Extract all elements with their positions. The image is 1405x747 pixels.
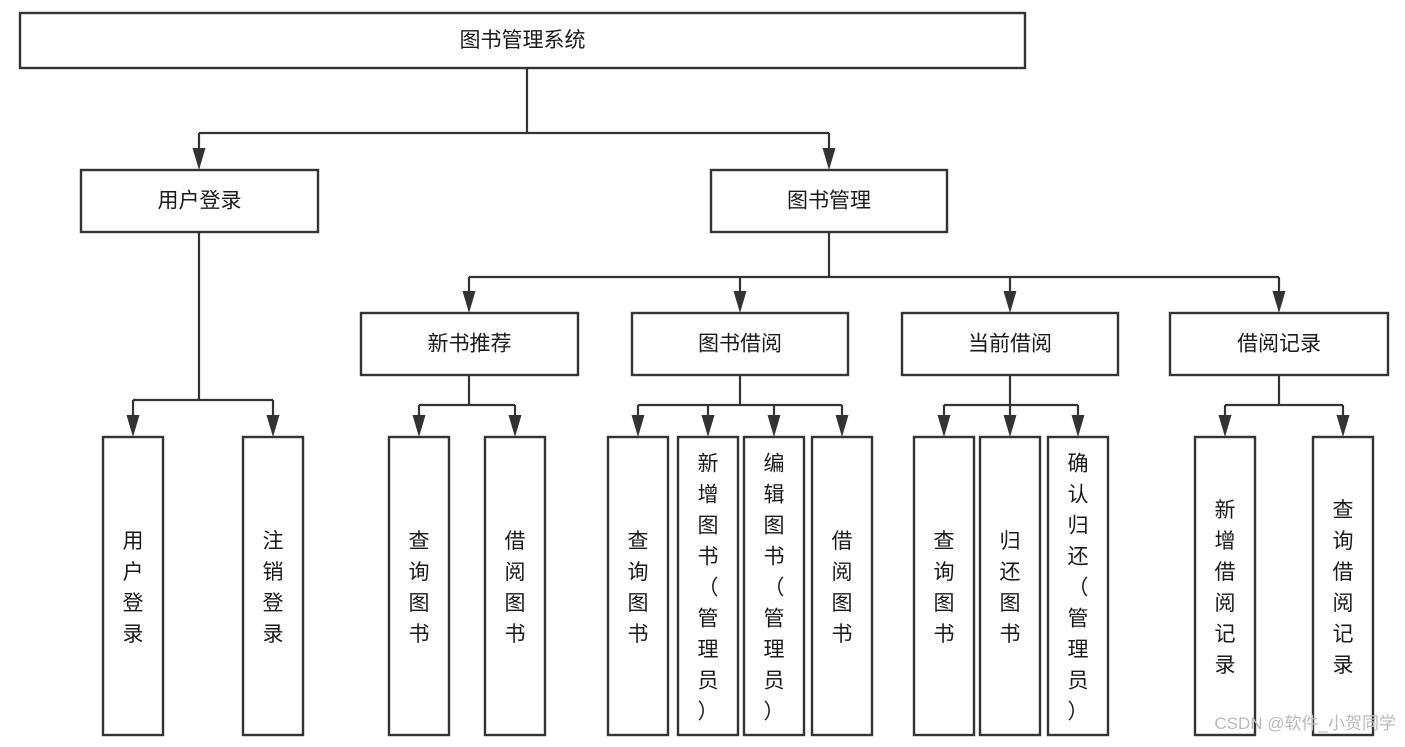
node-box-leaf-borrow-book-rec[interactable] bbox=[483, 435, 547, 737]
node-current-borrow[interactable]: 当前借阅 bbox=[900, 311, 1120, 377]
node-leaf-borrow-book[interactable]: 借阅图书 bbox=[810, 435, 874, 737]
node-box-current-borrow[interactable] bbox=[900, 311, 1120, 377]
node-label-book-management: 图书管理 bbox=[787, 190, 871, 213]
node-label-leaf-confirm-return: 确认归还（管理员） bbox=[1068, 453, 1089, 724]
node-box-borrow-record[interactable] bbox=[1168, 311, 1390, 377]
node-box-leaf-add-book[interactable] bbox=[676, 435, 740, 737]
node-box-leaf-add-record[interactable] bbox=[1193, 435, 1257, 737]
node-label-borrow-record: 借阅记录 bbox=[1237, 333, 1321, 356]
connector-group-user-login bbox=[126, 232, 280, 437]
connector-group-current-borrow bbox=[937, 375, 1085, 437]
watermark-label: CSDN @软件_小贺同学 bbox=[1214, 714, 1396, 733]
connectors-layer bbox=[126, 68, 1350, 437]
node-box-leaf-return-book[interactable] bbox=[978, 435, 1042, 737]
arrow-head-icon bbox=[835, 415, 849, 437]
node-label-root: 图书管理系统 bbox=[460, 29, 586, 52]
node-leaf-query-book-current[interactable]: 查询图书 bbox=[912, 435, 976, 737]
arrow-head-icon bbox=[1336, 415, 1350, 437]
arrow-head-icon bbox=[1071, 415, 1085, 437]
node-label-current-borrow: 当前借阅 bbox=[968, 333, 1052, 356]
node-box-leaf-logout[interactable] bbox=[241, 435, 305, 737]
node-leaf-query-book-rec[interactable]: 查询图书 bbox=[387, 435, 451, 737]
node-borrow-record[interactable]: 借阅记录 bbox=[1168, 311, 1390, 377]
arrow-head-icon bbox=[1218, 415, 1232, 437]
node-user-login[interactable]: 用户登录 bbox=[79, 168, 320, 234]
node-leaf-query-record[interactable]: 查询借阅记录 bbox=[1311, 435, 1375, 737]
node-leaf-add-record[interactable]: 新增借阅记录 bbox=[1193, 435, 1257, 737]
node-book-management[interactable]: 图书管理 bbox=[709, 168, 949, 234]
arrow-head-icon bbox=[126, 415, 140, 437]
connector-group-new-book-recommend bbox=[412, 375, 522, 437]
arrow-head-icon bbox=[1272, 291, 1286, 313]
node-book-borrow[interactable]: 图书借阅 bbox=[630, 311, 850, 377]
node-label-leaf-query-book-current: 查询图书 bbox=[934, 530, 955, 646]
node-label-leaf-query-record: 查询借阅记录 bbox=[1333, 499, 1354, 677]
node-leaf-user-login[interactable]: 用户登录 bbox=[101, 435, 165, 737]
node-box-leaf-query-book-rec[interactable] bbox=[387, 435, 451, 737]
node-new-book-recommend[interactable]: 新书推荐 bbox=[359, 311, 580, 377]
node-label-new-book-recommend: 新书推荐 bbox=[428, 333, 512, 356]
node-label-leaf-add-record: 新增借阅记录 bbox=[1215, 499, 1236, 677]
node-label-book-borrow: 图书借阅 bbox=[698, 333, 782, 356]
arrow-head-icon bbox=[462, 291, 476, 313]
node-box-leaf-query-book-borrow[interactable] bbox=[606, 435, 670, 737]
arrow-head-icon bbox=[1003, 415, 1017, 437]
node-box-leaf-confirm-return[interactable] bbox=[1046, 435, 1110, 737]
node-box-book-borrow[interactable] bbox=[630, 311, 850, 377]
arrow-head-icon bbox=[701, 415, 715, 437]
nodes-layer: 图书管理系统用户登录图书管理新书推荐图书借阅当前借阅借阅记录用户登录注销登录查询… bbox=[18, 11, 1390, 737]
connector-group-borrow-record bbox=[1218, 375, 1350, 437]
connector-group-root bbox=[192, 68, 836, 170]
arrow-head-icon bbox=[937, 415, 951, 437]
node-label-leaf-user-login: 用户登录 bbox=[123, 530, 144, 646]
node-label-leaf-return-book: 归还图书 bbox=[1000, 530, 1021, 646]
node-box-leaf-user-login[interactable] bbox=[101, 435, 165, 737]
connector-group-book-management bbox=[462, 232, 1286, 313]
node-label-user-login: 用户登录 bbox=[158, 190, 242, 213]
node-leaf-add-book[interactable]: 新增图书（管理员） bbox=[676, 435, 740, 737]
arrow-head-icon bbox=[767, 415, 781, 437]
node-root[interactable]: 图书管理系统 bbox=[18, 11, 1027, 70]
node-box-new-book-recommend[interactable] bbox=[359, 311, 580, 377]
arrow-head-icon bbox=[508, 415, 522, 437]
node-label-leaf-add-book: 新增图书（管理员） bbox=[698, 453, 719, 724]
node-box-book-management[interactable] bbox=[709, 168, 949, 234]
node-box-leaf-edit-book[interactable] bbox=[742, 435, 806, 737]
node-leaf-query-book-borrow[interactable]: 查询图书 bbox=[606, 435, 670, 737]
node-label-leaf-query-book-rec: 查询图书 bbox=[409, 530, 430, 646]
node-box-leaf-query-book-current[interactable] bbox=[912, 435, 976, 737]
node-leaf-return-book[interactable]: 归还图书 bbox=[978, 435, 1042, 737]
node-box-user-login[interactable] bbox=[79, 168, 320, 234]
node-label-leaf-borrow-book: 借阅图书 bbox=[832, 530, 853, 646]
arrow-head-icon bbox=[412, 415, 426, 437]
arrow-head-icon bbox=[1003, 291, 1017, 313]
node-label-leaf-query-book-borrow: 查询图书 bbox=[628, 530, 649, 646]
node-box-leaf-query-record[interactable] bbox=[1311, 435, 1375, 737]
arrow-head-icon bbox=[266, 415, 280, 437]
arrow-head-icon bbox=[822, 148, 836, 170]
connector-group-book-borrow bbox=[631, 375, 849, 437]
node-label-leaf-borrow-book-rec: 借阅图书 bbox=[505, 530, 526, 646]
node-box-leaf-borrow-book[interactable] bbox=[810, 435, 874, 737]
node-leaf-logout[interactable]: 注销登录 bbox=[241, 435, 305, 737]
arrow-head-icon bbox=[192, 148, 206, 170]
arrow-head-icon bbox=[733, 291, 747, 313]
node-label-leaf-logout: 注销登录 bbox=[263, 530, 284, 646]
node-box-root[interactable] bbox=[18, 11, 1027, 70]
arrow-head-icon bbox=[631, 415, 645, 437]
node-leaf-confirm-return[interactable]: 确认归还（管理员） bbox=[1046, 435, 1110, 737]
node-leaf-borrow-book-rec[interactable]: 借阅图书 bbox=[483, 435, 547, 737]
node-label-leaf-edit-book: 编辑图书（管理员） bbox=[764, 453, 785, 724]
node-leaf-edit-book[interactable]: 编辑图书（管理员） bbox=[742, 435, 806, 737]
